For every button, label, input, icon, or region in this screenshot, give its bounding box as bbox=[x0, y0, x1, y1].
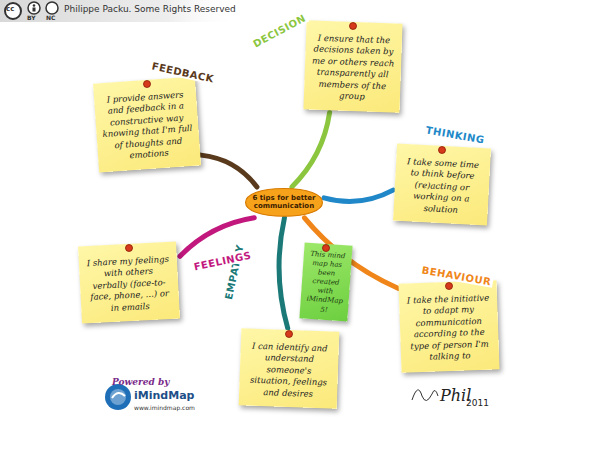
branch-connector bbox=[279, 218, 288, 329]
brand-label: iMindMap bbox=[134, 389, 194, 402]
branch-label: THINKING bbox=[423, 124, 487, 146]
license-label: BY bbox=[27, 14, 36, 21]
branch-connector bbox=[201, 155, 257, 187]
info-note: This mind map has been created with iMin… bbox=[299, 242, 352, 321]
by-icon bbox=[33, 4, 36, 7]
header-band bbox=[0, 0, 240, 22]
by-circle bbox=[28, 2, 40, 14]
node-text: 6 tips for better communication bbox=[252, 194, 316, 211]
year-label: 2011 bbox=[466, 398, 489, 408]
sticky-note: I ensure that the decisions taken by me … bbox=[303, 20, 402, 112]
node-text: I provide answers and feedback in a cons… bbox=[100, 89, 195, 164]
node-text: This mind map has been created with iMin… bbox=[303, 250, 349, 316]
sticky-note: I can identify and understand someone's … bbox=[239, 328, 340, 409]
sticky-note: I take some time to think before (re)act… bbox=[393, 144, 491, 226]
imindmap-logo bbox=[105, 384, 131, 410]
sticky-note: I take the initiative to adapt my commun… bbox=[398, 280, 499, 372]
signature-stroke bbox=[412, 390, 438, 401]
node-text: I take some time to think before (re)act… bbox=[399, 156, 484, 218]
node-text: I ensure that the decisions taken by me … bbox=[310, 33, 396, 105]
branch-connector bbox=[324, 190, 393, 201]
license-label: NC bbox=[46, 14, 55, 21]
license-label: cc bbox=[6, 5, 14, 13]
central-topic: 6 tips for better communication bbox=[244, 187, 324, 218]
sticky-note: I share my feelings with others verbally… bbox=[78, 241, 180, 323]
branch-connector bbox=[292, 112, 330, 187]
branch-label: FEELINGS bbox=[191, 249, 254, 273]
branch-label: DECISION bbox=[249, 12, 309, 51]
imindmap-logo bbox=[112, 393, 125, 398]
bubble-shape bbox=[246, 189, 323, 217]
node-text: I can identify and understand someone's … bbox=[245, 341, 333, 401]
sticky-note: I provide answers and feedback in a cons… bbox=[93, 77, 201, 173]
cc-circle bbox=[5, 3, 21, 19]
imindmap-logo bbox=[110, 389, 126, 405]
node-text: I take the initiative to adapt my commun… bbox=[405, 293, 493, 365]
by-icon bbox=[33, 8, 36, 12]
nc-circle bbox=[46, 2, 58, 14]
node-text: I share my feelings with others verbally… bbox=[85, 254, 174, 316]
powered-label: Powered by bbox=[112, 377, 169, 387]
author-label: Philippe Packu. Some Rights Reserved bbox=[64, 4, 236, 14]
url-label: www.imindmap.com bbox=[134, 404, 195, 411]
